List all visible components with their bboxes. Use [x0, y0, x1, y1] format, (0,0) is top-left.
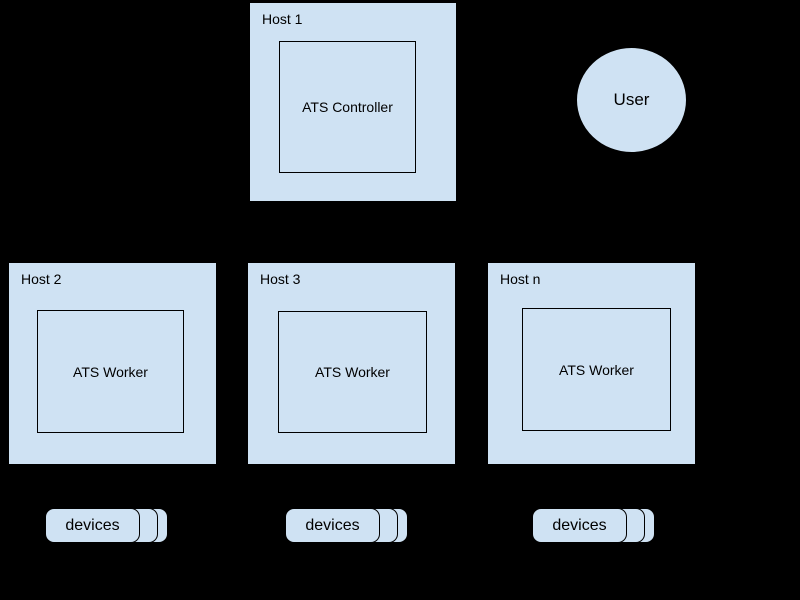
device-stack-2: devices [285, 508, 409, 544]
host-n-label: Host n [500, 271, 541, 287]
host-1-label: Host 1 [262, 11, 303, 27]
ats-controller-label: ATS Controller [302, 99, 393, 115]
ats-worker-n-box: ATS Worker [522, 308, 671, 431]
host-2-label: Host 2 [21, 271, 62, 287]
device-stack-3-card-front: devices [532, 508, 627, 543]
device-stack-1: devices [45, 508, 169, 544]
device-stack-2-card-front: devices [285, 508, 380, 543]
device-stack-2-label: devices [305, 516, 360, 534]
host-3-box: Host 3 ATS Worker [248, 263, 455, 464]
ats-worker-1-box: ATS Worker [37, 310, 184, 433]
device-stack-3-label: devices [552, 516, 607, 534]
ats-worker-n-label: ATS Worker [559, 361, 634, 378]
ats-worker-2-label: ATS Worker [315, 364, 390, 380]
device-stack-1-card-front: devices [45, 508, 140, 543]
host-3-label: Host 3 [260, 271, 301, 287]
host-2-box: Host 2 ATS Worker [9, 263, 216, 464]
user-circle: User [576, 47, 687, 153]
device-stack-1-label: devices [65, 516, 120, 534]
device-stack-3: devices [532, 508, 656, 544]
host-1-box: Host 1 ATS Controller [250, 3, 456, 201]
ats-worker-1-label: ATS Worker [73, 363, 148, 380]
host-n-box: Host n ATS Worker [488, 263, 695, 464]
ats-worker-2-box: ATS Worker [278, 311, 427, 433]
ats-controller-box: ATS Controller [279, 41, 416, 173]
user-label: User [613, 90, 650, 109]
